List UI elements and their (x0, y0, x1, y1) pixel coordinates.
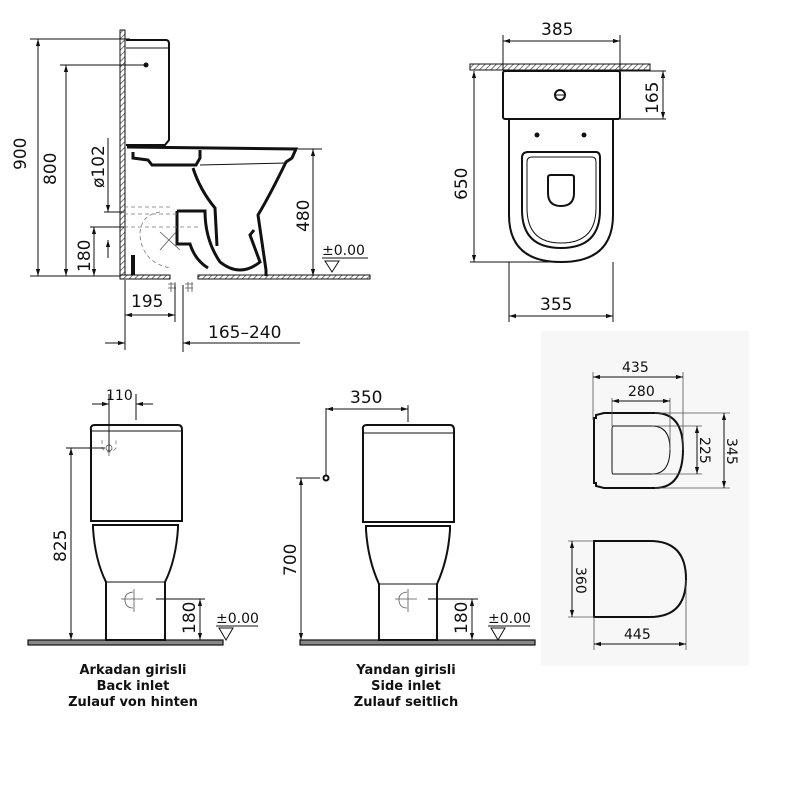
dim-350: 350 (350, 388, 382, 408)
dim-355: 355 (540, 295, 572, 315)
floor-level-side: ±0.00 (488, 611, 531, 627)
dim-360: 360 (572, 567, 588, 594)
floor-level-label: ±0.00 (322, 243, 365, 259)
dim-825: 825 (51, 530, 71, 562)
seat-panel: 435 280 225 345 360 445 (541, 331, 749, 666)
cistern-top (502, 70, 621, 120)
seat-opening (611, 425, 671, 475)
dim-345: 345 (723, 438, 739, 465)
caption-back-en: Back inlet (97, 679, 170, 694)
dim-180-back: 180 (180, 602, 200, 634)
dim-435: 435 (622, 360, 649, 376)
back-inlet-view: 110 825 180 ±0.00 Arkadan girisli Back i… (27, 388, 259, 710)
pedestal-front (92, 524, 179, 641)
seat-outline (593, 412, 685, 489)
dim-280: 280 (628, 384, 655, 400)
dim-180: 180 (75, 240, 95, 272)
inlet-point (143, 62, 149, 68)
cistern-front (89, 424, 183, 522)
caption-side-en: Side inlet (371, 679, 441, 694)
caption-side-tr: Yandan girisli (355, 663, 455, 678)
dim-165-240: 165–240 (208, 323, 281, 343)
seat-panel-bg (541, 331, 749, 666)
dim-650: 650 (452, 168, 472, 200)
dim-diameter-102: ø102 (89, 145, 109, 188)
cistern (126, 39, 170, 146)
wall-top (469, 63, 651, 71)
wall (119, 29, 126, 277)
side-inlet-view: 350 700 180 ±0.00 Yandan girisli Side in… (281, 388, 536, 710)
dim-900: 900 (11, 138, 31, 170)
dim-800: 800 (41, 153, 61, 185)
pedestal-front-side (365, 525, 451, 641)
dim-385: 385 (541, 20, 573, 40)
dim-445: 445 (624, 627, 651, 643)
dim-165: 165 (643, 82, 663, 114)
dim-195: 195 (131, 292, 163, 312)
dim-700: 700 (281, 544, 301, 576)
dim-480: 480 (294, 200, 314, 232)
dim-225: 225 (696, 437, 712, 464)
caption-side-de: Zulauf seitlich (354, 695, 458, 710)
caption-back-tr: Arkadan girisli (79, 663, 186, 678)
dim-180-side: 180 (452, 602, 472, 634)
floor-right (197, 274, 371, 280)
floor-left (119, 274, 171, 280)
top-view: 385 165 650 355 (452, 20, 666, 322)
floor-level-back: ±0.00 (216, 611, 259, 627)
side-view: 900 800 ø102 180 480 ±0.00 195 165–240 (11, 29, 371, 352)
bowl-top (508, 119, 614, 264)
lid-outline (593, 540, 688, 618)
bowl-outline (126, 145, 299, 276)
cistern-front-side (361, 424, 455, 523)
caption-back-de: Zulauf von hinten (68, 695, 198, 710)
dim-110: 110 (106, 388, 133, 404)
